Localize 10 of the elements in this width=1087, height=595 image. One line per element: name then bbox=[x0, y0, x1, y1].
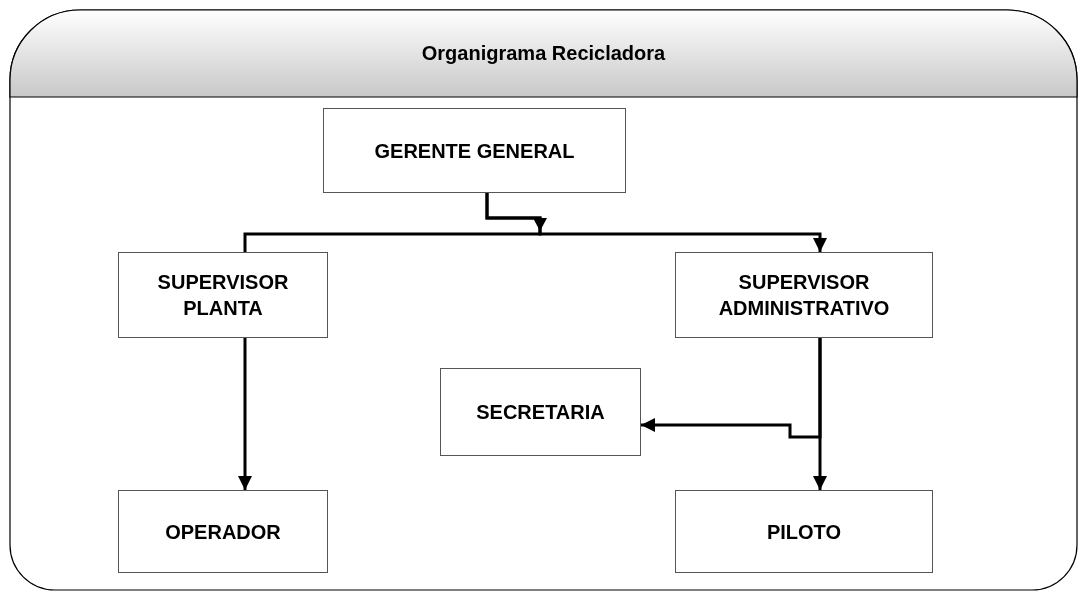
diagram-title: Organigrama Recicladora bbox=[421, 42, 666, 65]
connector-arrow bbox=[238, 338, 252, 490]
position-box: OPERADOR bbox=[118, 490, 328, 573]
position-box: SECRETARIA bbox=[440, 368, 641, 456]
connector-arrow bbox=[813, 338, 827, 490]
connector-arrow bbox=[485, 193, 827, 252]
position-box: PILOTO bbox=[675, 490, 933, 573]
position-box: GERENTE GENERAL bbox=[323, 108, 626, 193]
position-box: SUPERVISOR PLANTA bbox=[118, 252, 328, 338]
position-box: SUPERVISOR ADMINISTRATIVO bbox=[675, 252, 933, 338]
